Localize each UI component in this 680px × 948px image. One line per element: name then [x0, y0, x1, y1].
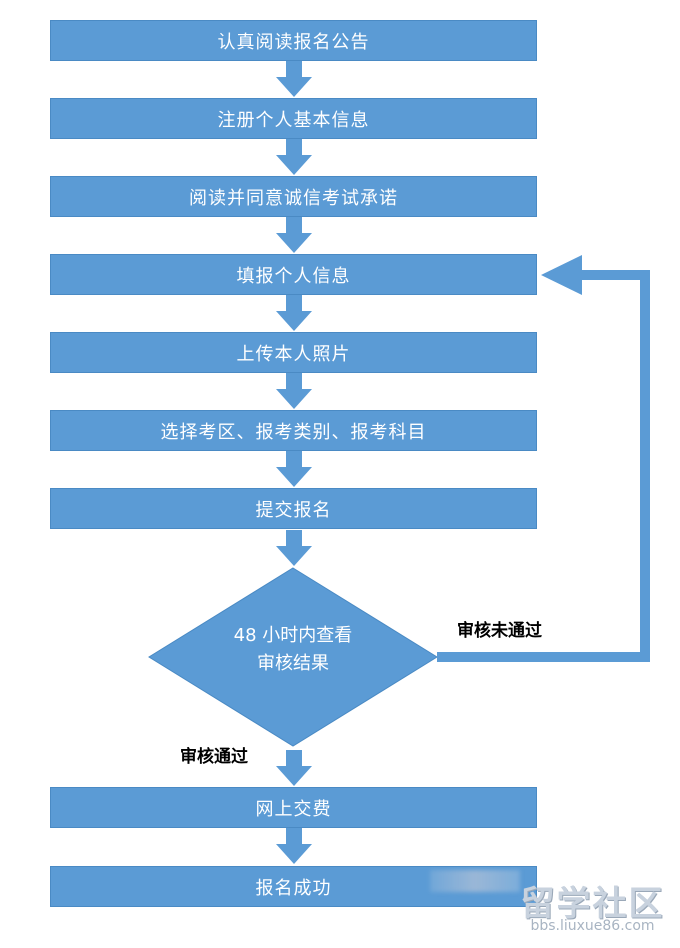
step-agree-integrity-pledge: 阅读并同意诚信考试承诺 — [50, 176, 537, 217]
step-label: 注册个人基本信息 — [217, 109, 370, 131]
decision-text: 48 小时内查看 审核结果 — [200, 622, 386, 678]
reject-loop-arrowhead — [541, 255, 582, 295]
step-label: 选择考区、报考类别、报考科目 — [160, 421, 427, 443]
watermark-url: bbs.liuxue86.com — [530, 918, 655, 934]
down-arrow-icon — [276, 217, 312, 253]
step-select-exam-options: 选择考区、报考类别、报考科目 — [50, 410, 537, 451]
step-submit-registration: 提交报名 — [50, 488, 537, 529]
down-arrow-icon — [276, 750, 312, 786]
edge-label-review-passed: 审核通过 — [180, 747, 248, 767]
step-label: 填报个人信息 — [236, 265, 351, 287]
edge-label-review-failed: 审核未通过 — [457, 621, 542, 641]
step-label: 网上交费 — [255, 798, 332, 820]
down-arrow-icon — [276, 451, 312, 487]
step-upload-photo: 上传本人照片 — [50, 332, 537, 373]
step-register-basic-info: 注册个人基本信息 — [50, 98, 537, 139]
watermark-title: 留学社区 — [520, 884, 665, 924]
step-label: 认真阅读报名公告 — [217, 31, 370, 53]
down-arrow-icon — [276, 139, 312, 175]
decision-line-1: 48 小时内查看 — [233, 625, 353, 646]
step-read-announcement: 认真阅读报名公告 — [50, 20, 537, 61]
step-label: 报名成功 — [255, 877, 332, 899]
watermark-blur — [430, 870, 520, 892]
decision-line-2: 审核结果 — [257, 653, 329, 674]
step-label: 阅读并同意诚信考试承诺 — [189, 187, 398, 209]
down-arrow-icon — [276, 373, 312, 409]
down-arrow-icon — [276, 530, 312, 566]
step-fill-personal-info: 填报个人信息 — [50, 254, 537, 295]
reject-loop-line — [437, 270, 650, 662]
site-watermark: 留学社区 bbs.liuxue86.com — [510, 876, 675, 941]
step-online-payment: 网上交费 — [50, 787, 537, 828]
down-arrow-icon — [276, 295, 312, 331]
step-label: 提交报名 — [255, 499, 332, 521]
decision-diamond — [148, 567, 438, 747]
step-label: 上传本人照片 — [236, 343, 351, 365]
down-arrow-icon — [276, 61, 312, 97]
down-arrow-icon — [276, 828, 312, 864]
